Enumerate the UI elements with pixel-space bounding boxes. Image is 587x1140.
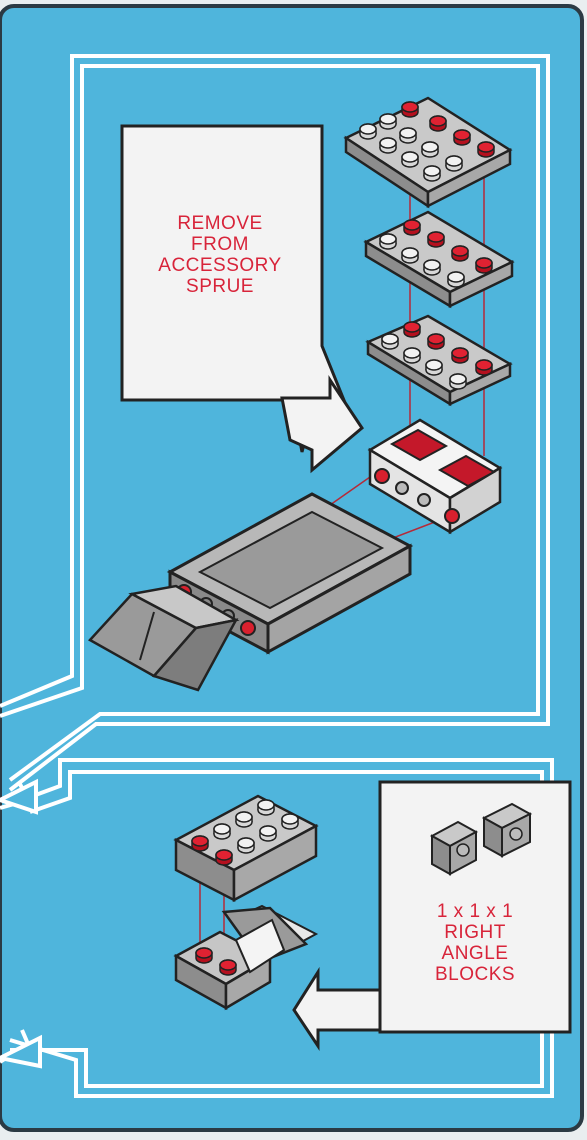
callout-line: FROM <box>120 235 320 256</box>
callout-line: SPRUE <box>120 277 320 298</box>
callout-line: BLOCKS <box>380 965 570 986</box>
callout-line: ACCESSORY <box>120 256 320 277</box>
callout-text-blocks: 1 x 1 x 1 RIGHT ANGLE BLOCKS <box>380 902 570 986</box>
callout-line: RIGHT <box>380 923 570 944</box>
callout-line: 1 x 1 x 1 <box>380 902 570 923</box>
callout-line: REMOVE <box>120 214 320 235</box>
callout-line: ANGLE <box>380 944 570 965</box>
callout-text-sprue: REMOVE FROM ACCESSORY SPRUE <box>120 214 320 298</box>
